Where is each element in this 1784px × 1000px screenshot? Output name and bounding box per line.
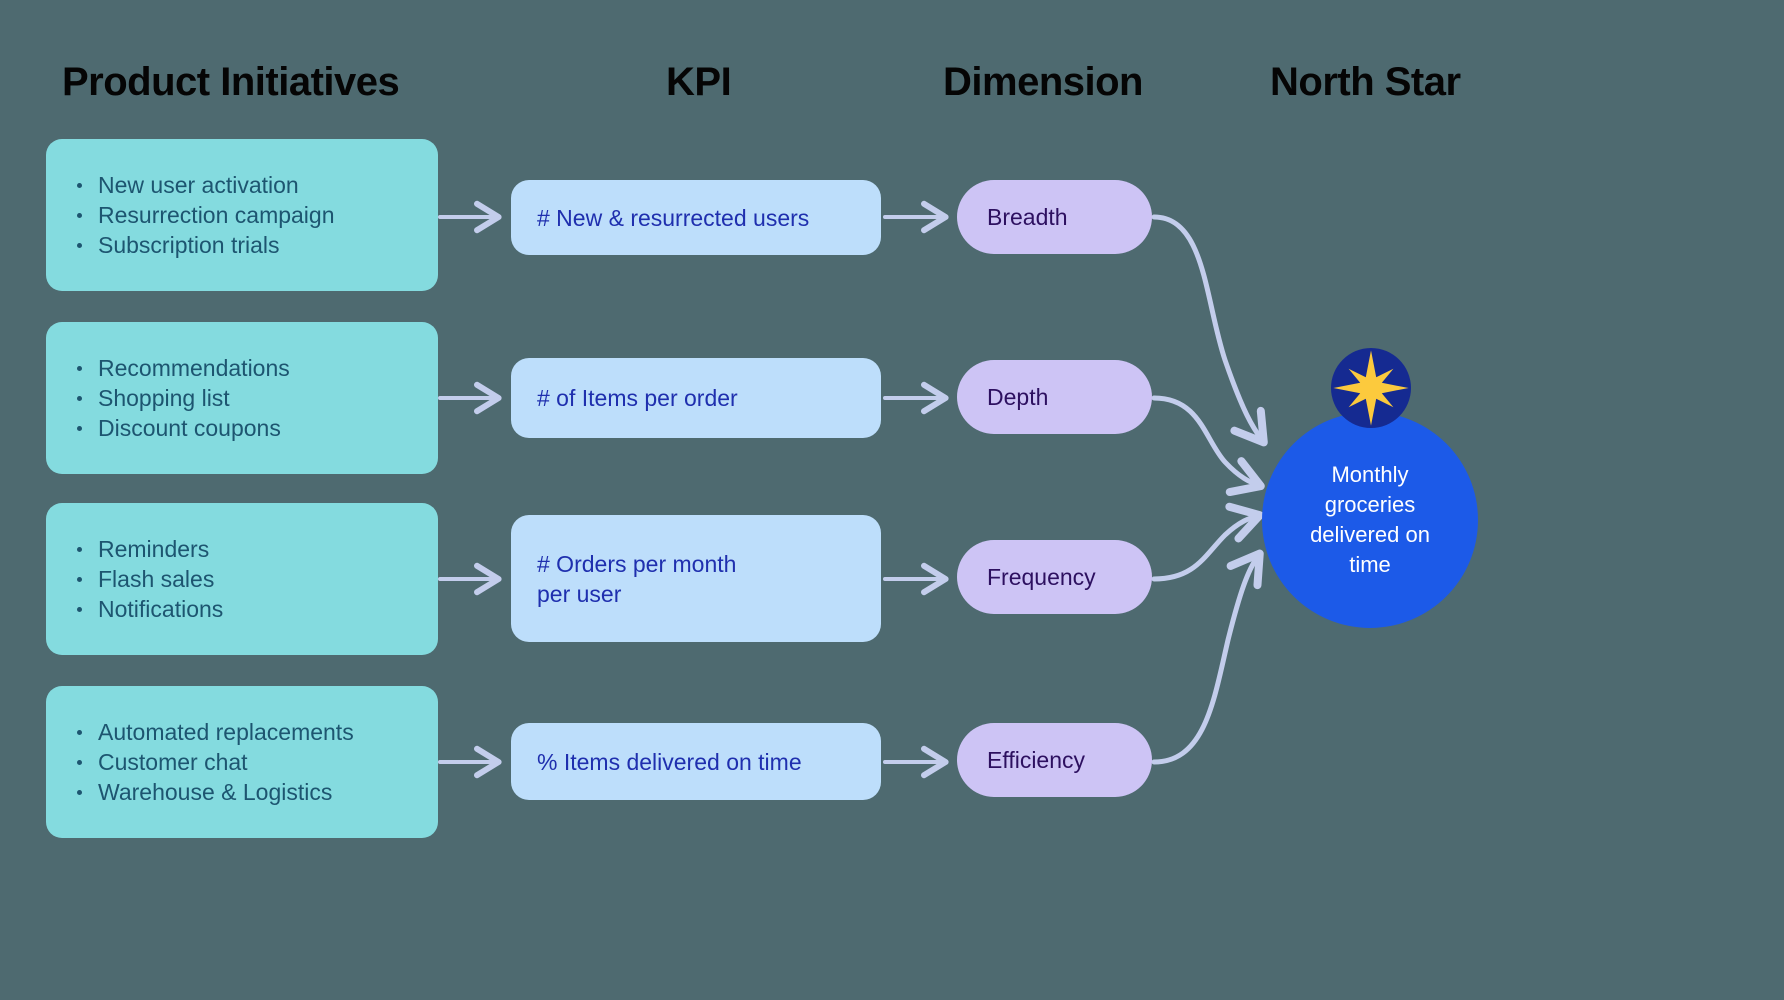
kpi-label-line-2: per user	[537, 580, 622, 607]
list-item: Reminders	[72, 534, 416, 564]
initiative-card[interactable]: Reminders Flash sales Notifications	[46, 503, 438, 655]
column-header-north-star: North Star	[1270, 60, 1461, 104]
dimension-pill-breadth[interactable]: Breadth	[957, 180, 1152, 254]
kpi-card[interactable]: # Orders per month per user	[511, 515, 881, 642]
dimension-pill-frequency[interactable]: Frequency	[957, 540, 1152, 614]
curved-arrow-frequency-to-north-star	[1151, 502, 1264, 582]
column-header-product-initiatives: Product Initiatives	[62, 60, 400, 104]
column-header-kpi: KPI	[666, 60, 732, 104]
list-item: Customer chat	[72, 747, 416, 777]
north-star-label-line: groceries	[1324, 492, 1416, 517]
list-item: New user activation	[72, 170, 416, 200]
north-star-circle[interactable]: Monthly groceries delivered on time	[1262, 412, 1478, 628]
kpi-label: # of Items per order	[537, 385, 738, 411]
list-item: Notifications	[72, 594, 416, 624]
kpi-label: # Orders per month	[537, 550, 737, 577]
list-item: Warehouse & Logistics	[72, 777, 416, 807]
initiative-list: Reminders Flash sales Notifications	[72, 534, 416, 624]
initiative-card[interactable]: Recommendations Shopping list Discount c…	[46, 322, 438, 474]
initiative-list: Automated replacements Customer chat War…	[72, 717, 416, 807]
dimension-pill-depth[interactable]: Depth	[957, 360, 1152, 434]
initiative-list: New user activation Resurrection campaig…	[72, 170, 416, 260]
north-star-label-line: delivered on	[1310, 522, 1430, 547]
list-item: Subscription trials	[72, 230, 416, 260]
list-item: Shopping list	[72, 383, 416, 413]
kpi-label: # New & resurrected users	[537, 204, 810, 231]
list-item: Discount coupons	[72, 413, 416, 443]
north-star-label: Monthly groceries delivered on time	[1282, 460, 1458, 580]
curved-arrow-depth-to-north-star	[1151, 395, 1265, 497]
curved-arrow-breadth-to-north-star	[1151, 214, 1268, 447]
north-star-label-line: time	[1349, 552, 1391, 577]
list-item: Automated replacements	[72, 717, 416, 747]
north-star-label-line: Monthly	[1331, 462, 1409, 487]
initiative-list: Recommendations Shopping list Discount c…	[72, 353, 416, 443]
north-star-burst-icon	[1331, 348, 1411, 428]
list-item: Flash sales	[72, 564, 416, 594]
list-item: Resurrection campaign	[72, 200, 416, 230]
dimension-pill-efficiency[interactable]: Efficiency	[957, 723, 1152, 797]
curved-arrow-efficiency-to-north-star	[1151, 549, 1264, 765]
initiative-card[interactable]: New user activation Resurrection campaig…	[46, 139, 438, 291]
kpi-card[interactable]: # New & resurrected users	[511, 180, 881, 255]
north-star-group[interactable]: Monthly groceries delivered on time	[1262, 348, 1494, 628]
kpi-card[interactable]: % Items delivered on time	[511, 723, 881, 800]
kpi-label: % Items delivered on time	[537, 748, 802, 775]
kpi-card[interactable]: # of Items per order	[511, 358, 881, 438]
initiative-card[interactable]: Automated replacements Customer chat War…	[46, 686, 438, 838]
list-item: Recommendations	[72, 353, 416, 383]
column-header-dimension: Dimension	[943, 60, 1143, 104]
